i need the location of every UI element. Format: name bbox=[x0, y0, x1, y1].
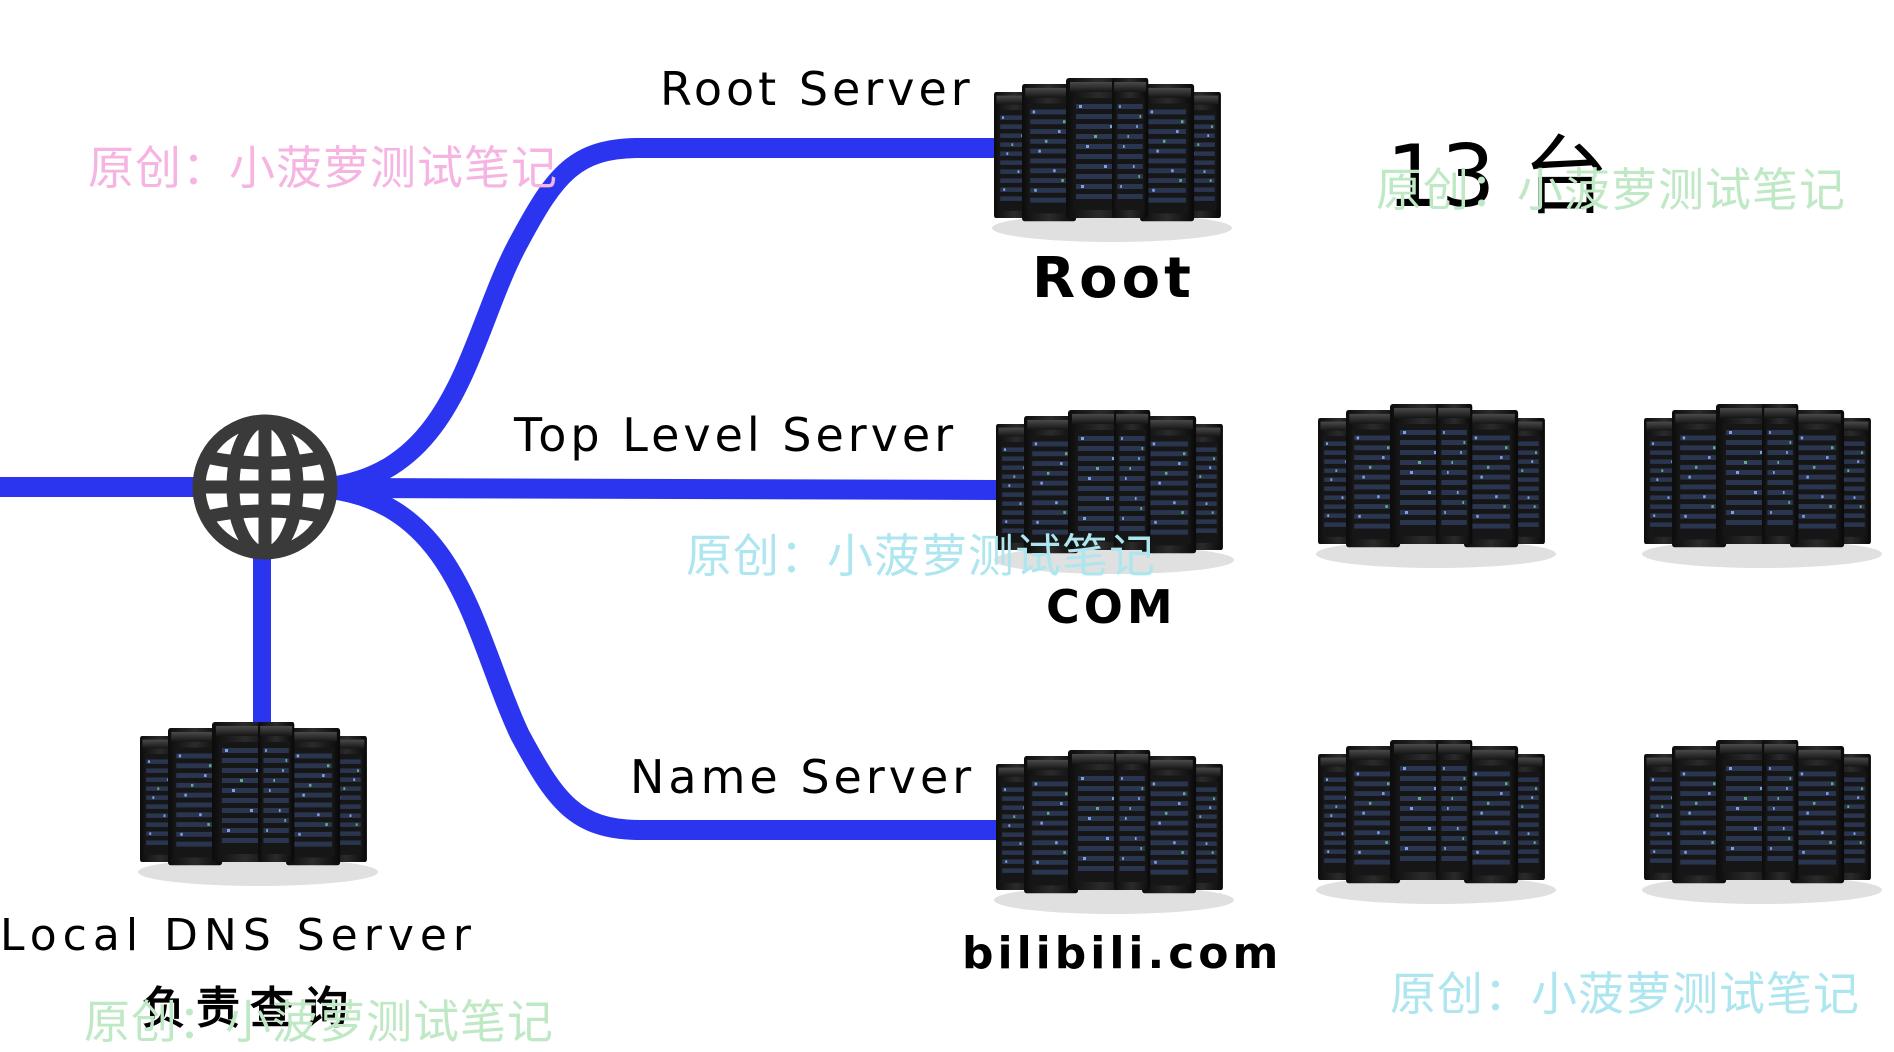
server-rack-icon-name-3 bbox=[1642, 740, 1882, 904]
root-server-label: Root Server bbox=[660, 62, 974, 116]
root-server-link bbox=[328, 138, 1000, 497]
top-level-server-label: Top Level Server bbox=[514, 408, 958, 462]
local-dns-node-sublabel: 负责查询 bbox=[142, 983, 358, 1034]
tld-server-link bbox=[329, 478, 1001, 500]
server-rack-icon-root bbox=[992, 78, 1232, 242]
server-rack-icon-name bbox=[994, 750, 1234, 914]
root-count-note: 13 台 bbox=[1386, 127, 1609, 227]
globe-icon bbox=[192, 414, 338, 560]
server-rack-icon-com-2 bbox=[1316, 404, 1556, 568]
server-rack-icon-com bbox=[994, 410, 1234, 574]
name-server-label: Name Server bbox=[630, 750, 976, 804]
name-node-label: bilibili.com bbox=[962, 928, 1283, 979]
local-dns-node-label: Local DNS Server bbox=[0, 910, 478, 961]
name-server-link bbox=[328, 479, 1000, 840]
link-lines bbox=[0, 138, 1001, 840]
diagram-canvas bbox=[0, 0, 1894, 1022]
server-rack-icon-com-3 bbox=[1642, 404, 1882, 568]
server-rack-icon-name-2 bbox=[1316, 740, 1556, 904]
com-node-label: COM bbox=[1046, 580, 1177, 634]
root-node-label: Root bbox=[1032, 246, 1195, 311]
server-rack-icon-local bbox=[138, 722, 378, 886]
